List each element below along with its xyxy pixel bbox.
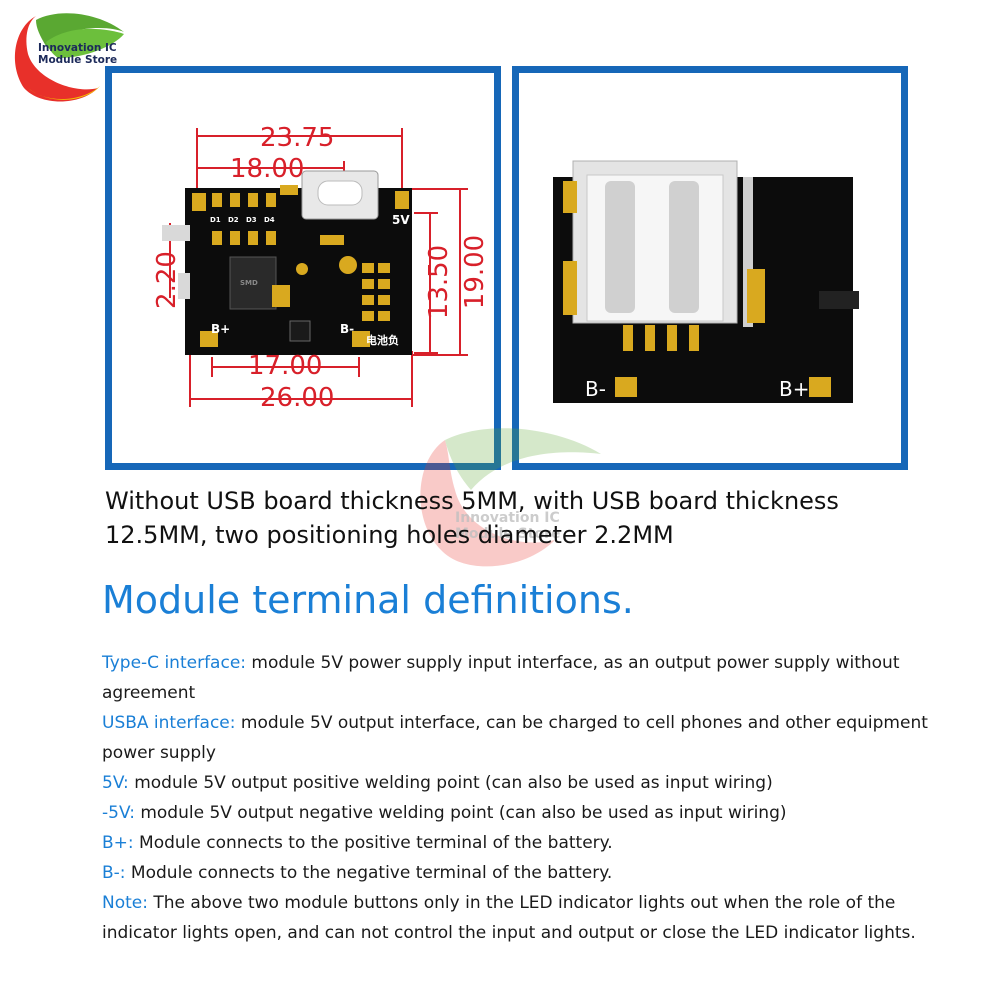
definition-text: module 5V power supply input interface, … [102, 653, 900, 703]
label-inductor: SMD [240, 279, 258, 287]
definition-text: module 5V output positive welding point … [128, 773, 773, 793]
definition-item: B-: Module connects to the negative term… [102, 858, 962, 888]
dim-height-total: 19.00 [460, 234, 491, 310]
label-5v: 5V [392, 213, 410, 227]
label-b-plus: B+ [779, 377, 810, 401]
definition-item: -5V: module 5V output negative welding p… [102, 798, 962, 828]
dim-hole-diameter: 2.20 [151, 251, 182, 309]
watermark-text: Innovation IC Module Store [455, 510, 561, 542]
logo-line-1: Innovation IC [38, 42, 117, 54]
definition-text: module 5V output negative welding point … [134, 803, 787, 823]
definition-item: Type-C interface: module 5V power supply… [102, 648, 962, 708]
board-thickness-caption: Without USB board thickness 5MM, with US… [105, 487, 839, 549]
board-top-view-panel: 23.75 18.00 17.00 26.00 13.50 19.00 2.20… [105, 66, 501, 470]
dim-width-total: 26.00 [260, 383, 335, 413]
definition-key: Note: [102, 893, 148, 913]
pcb-usb-drawing [553, 160, 859, 403]
definition-key: USBA interface: [102, 713, 236, 733]
label-b-minus: B- [340, 322, 355, 336]
dim-width-top: 23.75 [260, 123, 335, 153]
dim-height-inner: 13.50 [424, 244, 455, 320]
label-b-plus: B+ [211, 322, 231, 336]
label-b-minus: B- [585, 377, 606, 401]
definition-text: The above two module buttons only in the… [102, 893, 916, 943]
section-title: Module terminal definitions. [102, 578, 634, 622]
definition-key: B+: [102, 833, 134, 853]
definition-key: -5V: [102, 803, 135, 823]
side-button-left [162, 225, 190, 241]
definition-text: Module connects to the negative terminal… [125, 863, 613, 883]
definition-text: module 5V output interface, can be charg… [102, 713, 928, 763]
board-usb-view-panel: B- B+ [512, 66, 908, 470]
label-silk: 电池负 [366, 334, 399, 347]
definition-item: 5V: module 5V output positive welding po… [102, 768, 962, 798]
watermark-line-2: Module Store [455, 526, 561, 542]
definition-key: Type-C interface: [102, 653, 247, 673]
side-button-bottom [178, 273, 190, 299]
definition-item: USBA interface: module 5V output interfa… [102, 708, 962, 768]
definition-item: B+: Module connects to the positive term… [102, 828, 962, 858]
label-d2: D2 [228, 216, 239, 224]
label-d1: D1 [210, 216, 221, 224]
dim-usb-offset: 18.00 [230, 154, 305, 184]
definition-item: Note: The above two module buttons only … [102, 888, 962, 948]
logo-text: Innovation IC Module Store [38, 42, 117, 66]
label-d3: D3 [246, 216, 257, 224]
pcb-dimension-drawing [162, 128, 468, 407]
label-d4: D4 [264, 216, 275, 224]
definition-text: Module connects to the positive terminal… [133, 833, 613, 853]
dim-hole-gap: 17.00 [248, 351, 323, 381]
leaf-logo-icon [14, 13, 124, 102]
logo-line-2: Module Store [38, 54, 118, 66]
definition-key: B-: [102, 863, 126, 883]
watermark-line-1: Innovation IC [455, 510, 560, 526]
definition-key: 5V: [102, 773, 129, 793]
inductor [229, 256, 277, 310]
terminal-definitions-list: Type-C interface: module 5V power supply… [102, 648, 962, 948]
